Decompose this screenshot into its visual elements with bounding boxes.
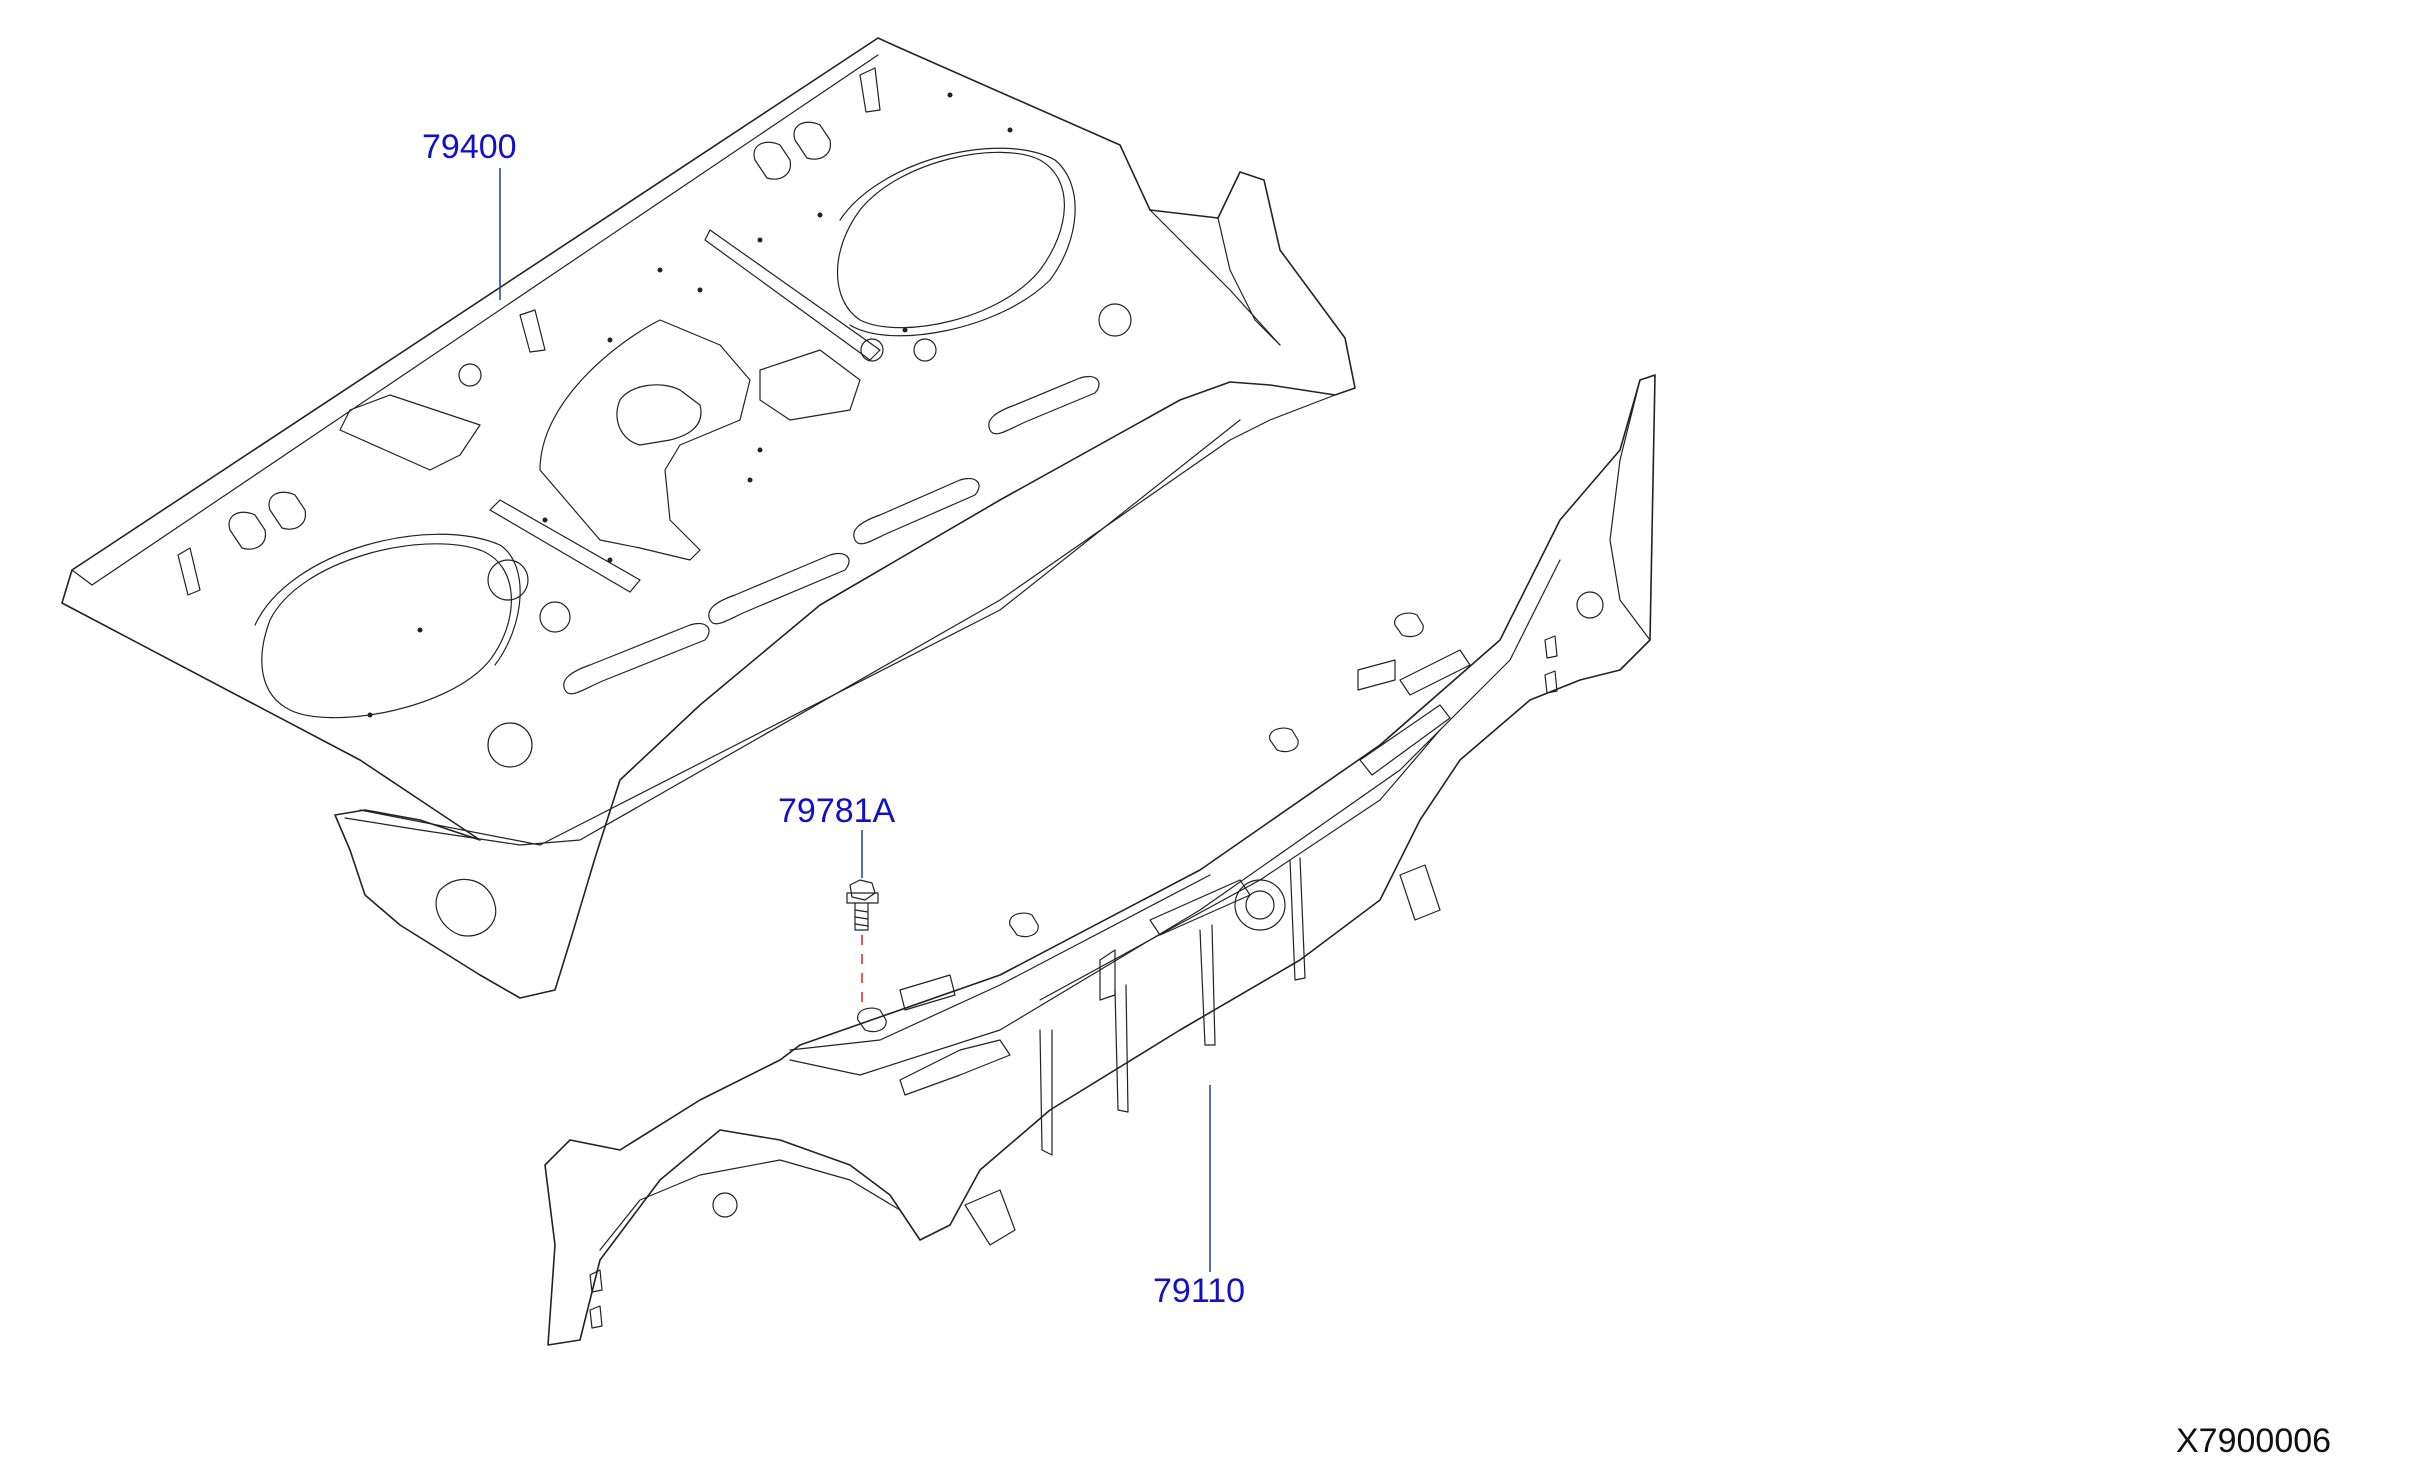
rear-parcel-shelf-panel	[61, 37, 1356, 999]
rear-panel-assembly	[544, 374, 1656, 1346]
part-number-79781A[interactable]: 79781A	[778, 792, 896, 830]
part-number-79110[interactable]: 79110	[1153, 1272, 1245, 1310]
part-number-79400[interactable]: 79400	[422, 128, 517, 166]
diagram-code: X7900006	[2176, 1422, 2331, 1460]
bolt-79781A	[846, 879, 879, 931]
